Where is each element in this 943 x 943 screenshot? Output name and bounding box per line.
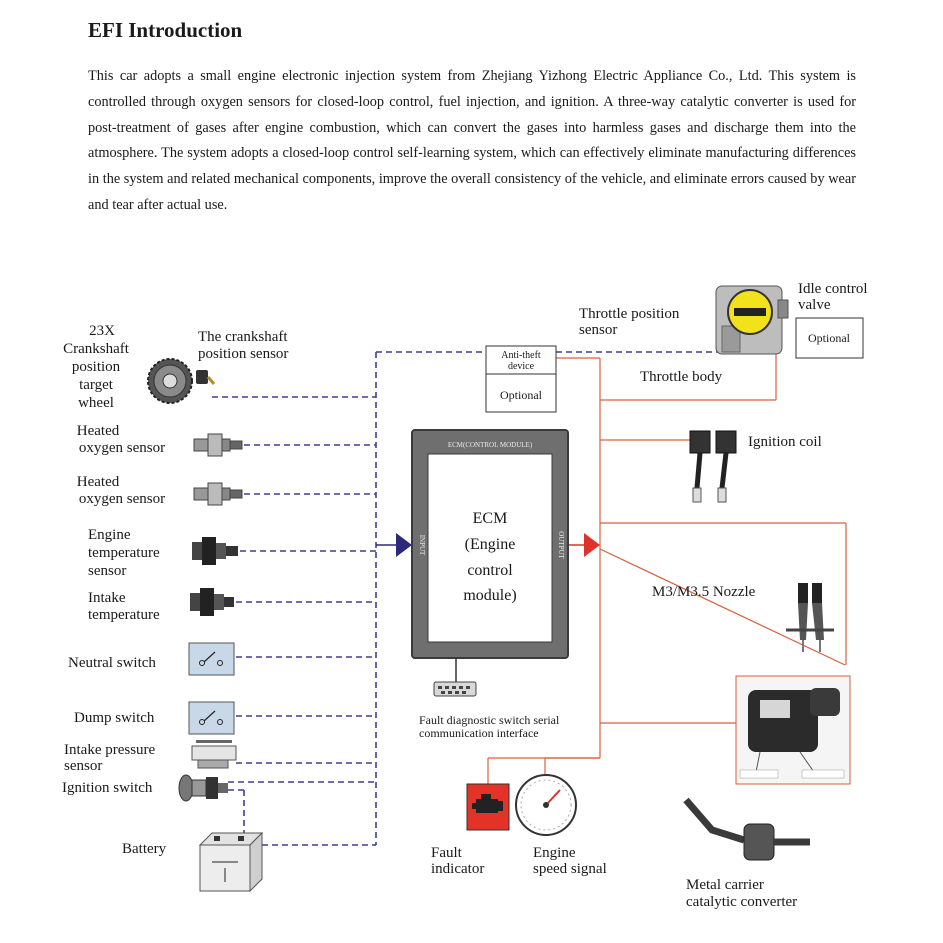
anti-theft-label-1: Anti-theft xyxy=(501,350,541,361)
nozzle-icon xyxy=(786,583,834,652)
fault-diag-label-1: Fault diagnostic switch serial xyxy=(419,713,560,727)
target-wheel-label-4: target xyxy=(79,377,114,393)
engine-temp-label-2: temperature xyxy=(88,545,160,561)
intake-temp-label-1: Intake xyxy=(88,590,126,606)
ecm-module: ECM(CONTROL MODULE) INPUT OUTPUT ECM (En… xyxy=(411,429,569,659)
ignition-coil-icon xyxy=(689,430,737,503)
ecm-label-2: (Engine xyxy=(465,536,516,553)
target-wheel-label-2: Crankshaft xyxy=(63,341,130,357)
battery-label: Battery xyxy=(122,841,167,857)
tachometer-icon xyxy=(515,774,577,836)
idle-control-optional: Optional xyxy=(808,331,851,345)
anti-theft-label-2: device xyxy=(508,361,535,372)
target-wheel-label-5: wheel xyxy=(78,395,114,411)
fault-diag-label-2: communication interface xyxy=(419,726,539,740)
throttle-body-label: Throttle body xyxy=(640,369,723,385)
catalytic-label-2: catalytic converter xyxy=(686,894,797,910)
engine-temperature-sensor-icon xyxy=(192,537,238,565)
ignition-switch-icon xyxy=(178,774,228,802)
anti-theft-device: Anti-theft device Optional xyxy=(485,345,557,413)
input-bus xyxy=(212,338,719,846)
dump-switch-label: Dump switch xyxy=(74,710,155,726)
throttle-position-label-1: Throttle position xyxy=(579,306,680,322)
target-wheel-icon xyxy=(147,358,193,404)
catalytic-label-1: Metal carrier xyxy=(686,877,764,893)
intake-pressure-sensor-icon xyxy=(191,740,237,769)
intake-temperature-sensor-icon xyxy=(190,588,234,616)
fault-indicator-label-1: Fault xyxy=(431,845,463,861)
oxygen-sensor-1-icon xyxy=(193,433,243,457)
ecm-label-4: module) xyxy=(463,587,516,604)
output-bus xyxy=(487,350,847,785)
fuel-pump-photo xyxy=(735,675,851,785)
o2-sensor-2-label-2: oxygen sensor xyxy=(79,491,165,507)
ignition-coil-label: Ignition coil xyxy=(748,434,822,450)
ecm-input-strip: INPUT xyxy=(418,535,426,556)
crankshaft-sensor-label-1: The crankshaft xyxy=(198,329,288,345)
engine-speed-label-2: speed signal xyxy=(533,861,607,877)
engine-temp-label-3: sensor xyxy=(88,563,126,579)
fault-indicator-icon xyxy=(466,783,510,831)
intro-paragraph: This car adopts a small engine electroni… xyxy=(88,68,856,213)
o2-sensor-1-label-1: Heated xyxy=(77,423,120,439)
crankshaft-sensor-label-2: position sensor xyxy=(198,346,288,362)
o2-sensor-1-label-2: oxygen sensor xyxy=(79,440,165,456)
target-wheel-label-3: position xyxy=(72,359,121,375)
nozzle-label: M3/M3.5 Nozzle xyxy=(652,584,756,600)
diagnostic-connector-icon xyxy=(433,681,477,697)
target-wheel-label-1: 23X xyxy=(89,323,115,339)
crankshaft-sensor-icon xyxy=(196,370,216,385)
page-title: EFI Introduction xyxy=(88,18,243,42)
intake-pressure-label-1: Intake pressure xyxy=(64,742,156,758)
battery-icon xyxy=(198,831,264,893)
anti-theft-optional: Optional xyxy=(500,388,543,402)
ignition-switch-label: Ignition switch xyxy=(62,780,153,796)
throttle-position-label-2: sensor xyxy=(579,322,617,338)
idle-control-label-1: Idle control xyxy=(798,281,868,297)
o2-sensor-2-label-1: Heated xyxy=(77,474,120,490)
input-arrow xyxy=(376,533,412,557)
idle-control-label-2: valve xyxy=(798,297,831,313)
output-arrow xyxy=(568,533,600,557)
dump-switch-icon xyxy=(188,701,235,735)
ecm-label-3: control xyxy=(467,562,513,579)
oxygen-sensor-2-icon xyxy=(193,482,243,506)
diagnostic-connector: Fault diagnostic switch serial communica… xyxy=(419,658,560,740)
ecm-label-1: ECM xyxy=(473,510,508,527)
intake-temp-label-2: temperature xyxy=(88,607,160,623)
fault-indicator-label-2: indicator xyxy=(431,861,484,877)
engine-speed-label-1: Engine xyxy=(533,845,576,861)
neutral-switch-label: Neutral switch xyxy=(68,655,156,671)
engine-temp-label-1: Engine xyxy=(88,527,131,543)
ecm-output-strip: OUTPUT xyxy=(557,531,565,559)
idle-control-optional-box: Optional xyxy=(795,317,864,359)
ecm-top-strip: ECM(CONTROL MODULE) xyxy=(448,441,533,449)
neutral-switch-icon xyxy=(188,642,235,676)
throttle-body-icon xyxy=(715,285,789,355)
intake-pressure-label-2: sensor xyxy=(64,758,102,774)
catalytic-converter-icon xyxy=(683,797,810,861)
